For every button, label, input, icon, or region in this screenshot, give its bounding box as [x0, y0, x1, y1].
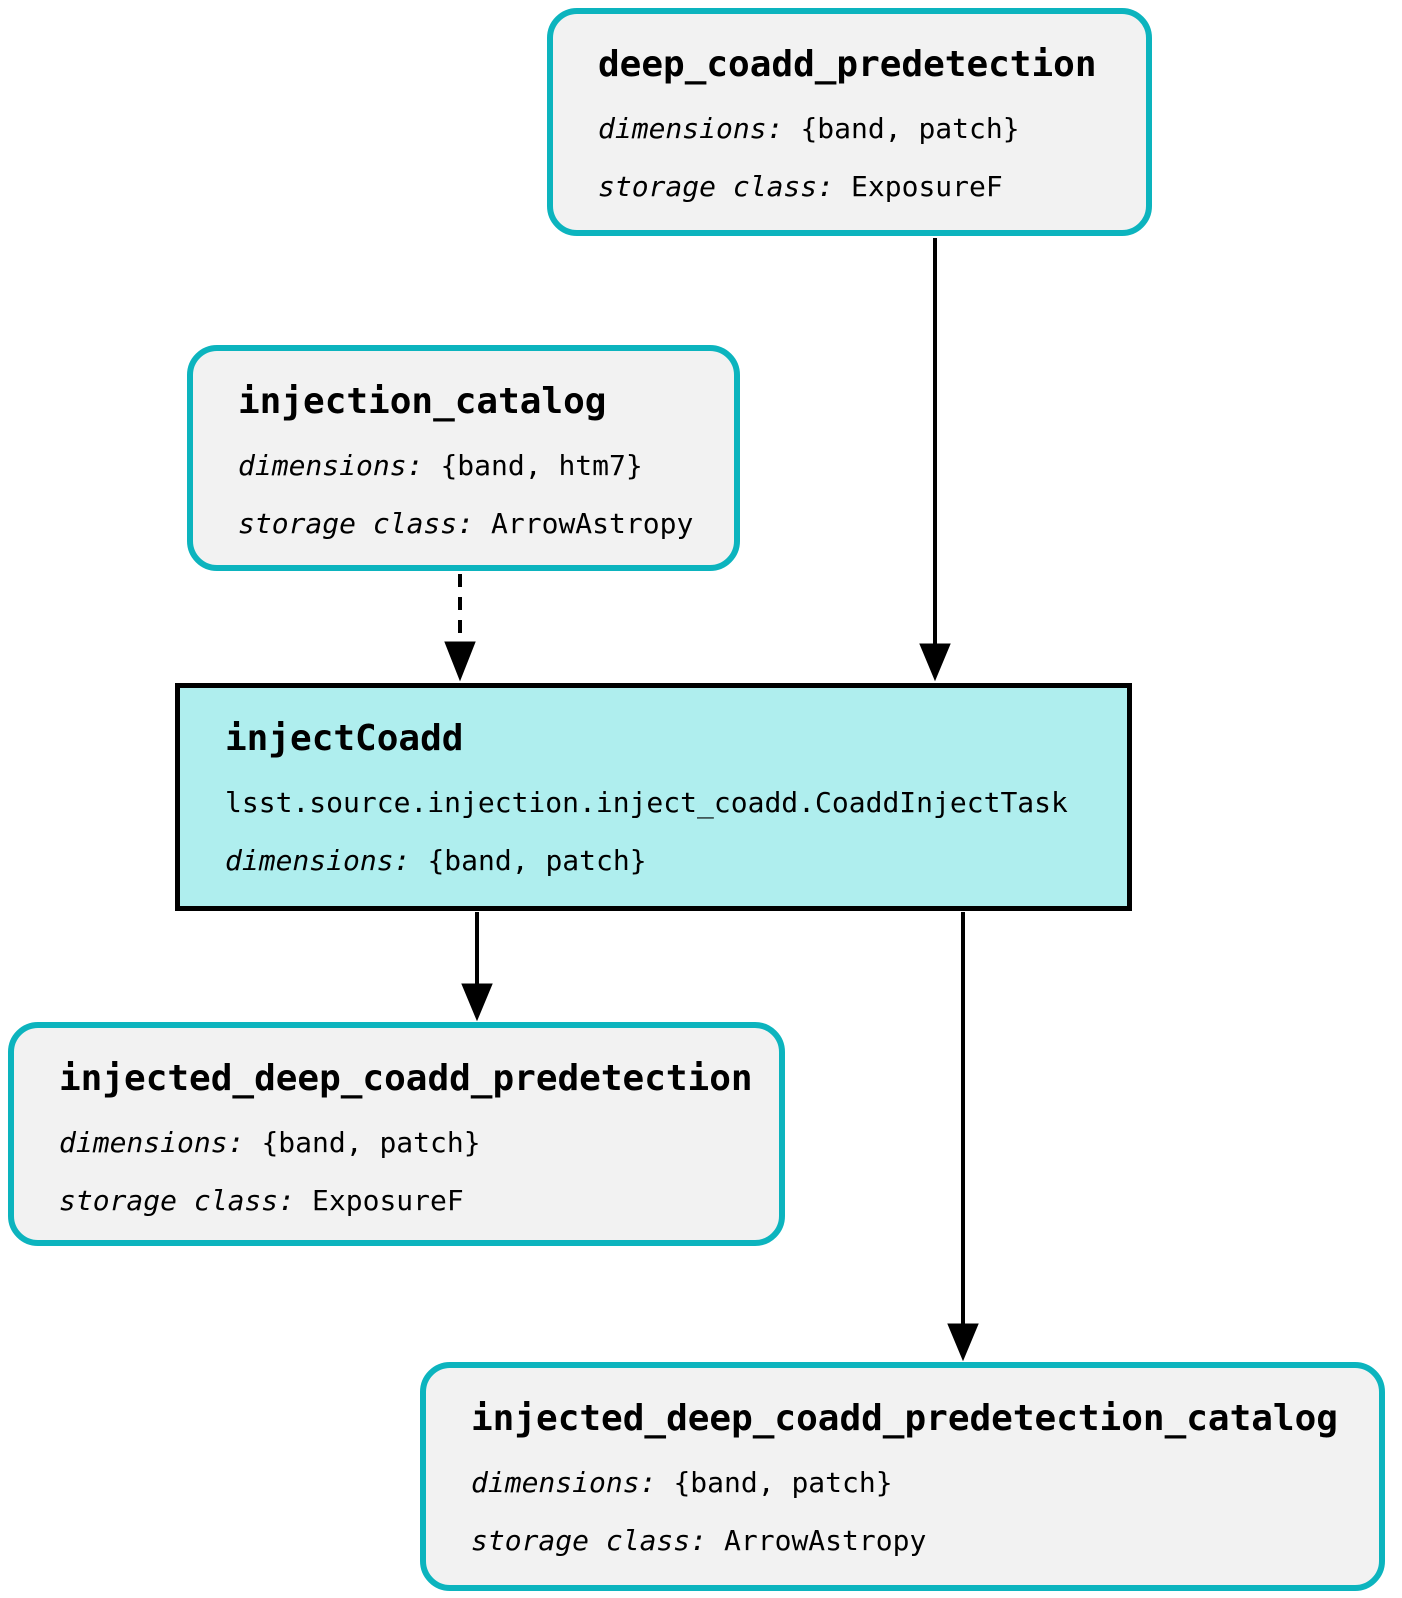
node-dimensions: dimensions: {band, patch}	[59, 1126, 759, 1160]
storage-class-label: storage class:	[471, 1524, 708, 1557]
node-storage-class: storage class: ArrowAstropy	[471, 1524, 1359, 1558]
node-dimensions: dimensions: {band, patch}	[471, 1466, 1359, 1500]
storage-class-value: ExposureF	[851, 170, 1003, 203]
node-injected-deep-coadd-predetection: injected_deep_coadd_predetection dimensi…	[8, 1022, 785, 1246]
node-injectcoadd-task: injectCoadd lsst.source.injection.inject…	[175, 683, 1132, 911]
dimensions-value: {band, patch}	[673, 1466, 893, 1499]
node-dimensions: dimensions: {band, patch}	[598, 112, 1126, 146]
storage-class-label: storage class:	[238, 507, 475, 540]
node-title: injected_deep_coadd_predetection_catalog	[471, 1398, 1338, 1439]
dimensions-label: dimensions:	[598, 112, 784, 145]
node-deep-coadd-predetection: deep_coadd_predetection dimensions: {band…	[547, 8, 1152, 236]
storage-class-value: ExposureF	[312, 1184, 464, 1217]
edge-injectcoadd-to-injected-deep-coadd-predetection	[461, 912, 493, 1022]
node-title: deep_coadd_predetection	[598, 44, 1097, 85]
node-injection-catalog: injection_catalog dimensions: {band, htm7…	[187, 345, 740, 571]
node-injected-deep-coadd-predetection-catalog: injected_deep_coadd_predetection_catalog…	[420, 1362, 1385, 1591]
node-title: injectCoadd	[225, 718, 464, 759]
dimensions-value: {band, patch}	[427, 844, 647, 877]
storage-class-value: ArrowAstropy	[724, 1524, 927, 1557]
node-title: injected_deep_coadd_predetection	[59, 1058, 753, 1099]
edge-deep-coadd-predetection-to-injectcoadd	[919, 238, 951, 682]
task-class-value: lsst.source.injection.inject_coadd.Coadd…	[225, 786, 1068, 819]
node-storage-class: storage class: ArrowAstropy	[238, 507, 714, 541]
edge-injection-catalog-to-injectcoadd	[444, 574, 476, 682]
node-storage-class: storage class: ExposureF	[59, 1184, 759, 1218]
dimensions-label: dimensions:	[225, 844, 411, 877]
storage-class-label: storage class:	[598, 170, 835, 203]
node-dimensions: dimensions: {band, htm7}	[238, 449, 714, 483]
node-title: injection_catalog	[238, 381, 607, 422]
task-class-path: lsst.source.injection.inject_coadd.Coadd…	[225, 786, 1107, 820]
storage-class-value: ArrowAstropy	[491, 507, 694, 540]
dimensions-label: dimensions:	[471, 1466, 657, 1499]
node-dimensions: dimensions: {band, patch}	[225, 844, 1107, 878]
node-storage-class: storage class: ExposureF	[598, 170, 1126, 204]
edge-injectcoadd-to-injected-deep-coadd-predetection-catalog	[947, 912, 979, 1362]
dimensions-value: {band, patch}	[800, 112, 1020, 145]
dimensions-value: {band, patch}	[261, 1126, 481, 1159]
dimensions-value: {band, htm7}	[440, 449, 643, 482]
dimensions-label: dimensions:	[238, 449, 424, 482]
storage-class-label: storage class:	[59, 1184, 296, 1217]
dimensions-label: dimensions:	[59, 1126, 245, 1159]
